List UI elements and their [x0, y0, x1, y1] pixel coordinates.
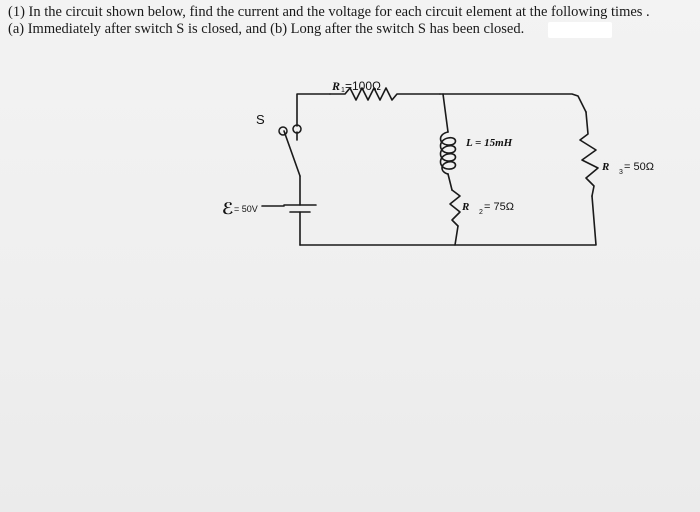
r1-symbol: R	[331, 79, 340, 93]
r2-subscript: 2	[479, 209, 483, 216]
wire-r2-bottom	[299, 225, 459, 246]
question-line-2: (a) Immediately after switch S is closed…	[8, 21, 525, 37]
r1-value: =100Ω	[345, 79, 381, 93]
switch-label: S	[256, 112, 265, 127]
switch-blade	[283, 130, 301, 177]
emf-value: = 50V	[234, 204, 258, 214]
r1-subscript: 1	[341, 87, 345, 94]
r3-subscript: 3	[619, 169, 623, 176]
resistor-r3	[579, 111, 599, 197]
wire-inductor-to-r2	[447, 173, 453, 191]
inductor-coil	[439, 131, 457, 175]
question-line-1: (1) In the circuit shown below, find the…	[8, 4, 650, 20]
emf-symbol: ℰ	[222, 201, 234, 218]
resistor-r1	[329, 87, 441, 101]
resistor-r2	[449, 189, 461, 227]
r3-value: = 50Ω	[624, 161, 654, 173]
wire-top-right	[439, 93, 587, 113]
wire-middle-top	[442, 93, 449, 133]
problem-statement: (1) In the circuit shown below, find the…	[8, 4, 698, 38]
r2-value: = 75Ω	[484, 201, 514, 213]
inductor-label: L = 15mH	[465, 137, 513, 149]
r2-symbol: R	[461, 201, 469, 213]
r3-symbol: R	[601, 161, 609, 173]
wire-right-down	[454, 195, 597, 246]
switch-terminal-bottom	[278, 126, 288, 136]
switch-terminal-top	[292, 124, 302, 134]
wire-switch-top	[296, 93, 331, 127]
redaction-mark	[548, 22, 612, 38]
